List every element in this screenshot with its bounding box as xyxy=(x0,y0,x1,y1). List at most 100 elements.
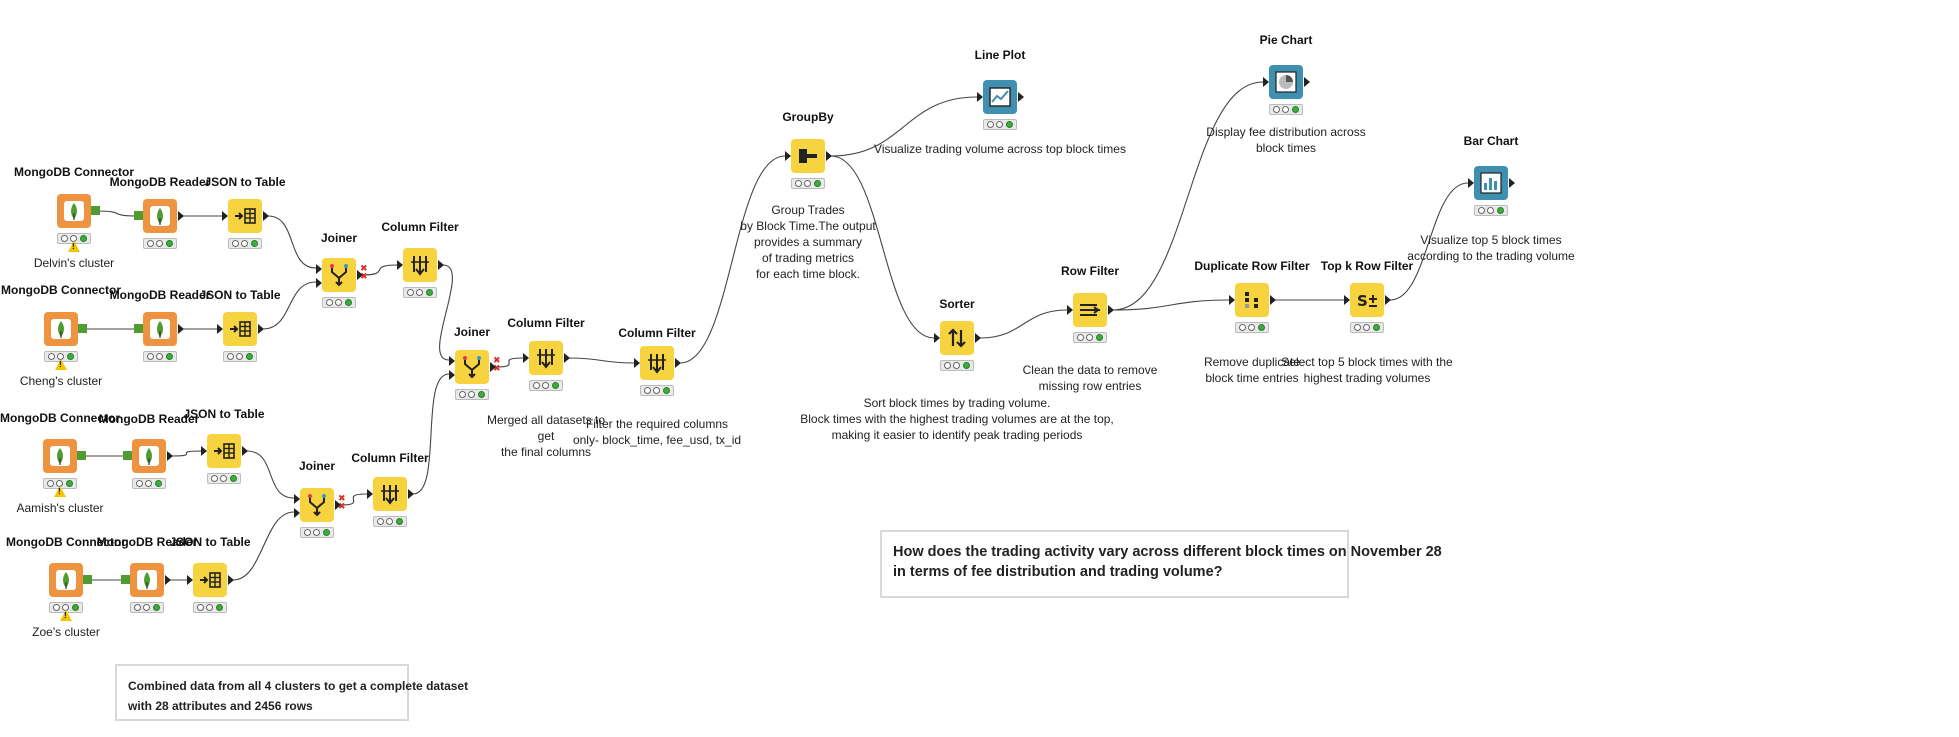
json-to-table-icon[interactable] xyxy=(187,563,234,597)
input-port[interactable] xyxy=(634,358,640,368)
output-port[interactable] xyxy=(675,358,681,368)
mongodb-reader-icon[interactable] xyxy=(123,439,173,473)
connection-rowfilter-to-piechart[interactable] xyxy=(1112,81,1264,311)
output-port[interactable] xyxy=(1108,305,1114,315)
output-port[interactable] xyxy=(1385,295,1391,305)
annotation-question[interactable]: How does the trading activity vary acros… xyxy=(880,530,1442,598)
json-to-table-icon[interactable] xyxy=(217,312,264,346)
output-port[interactable] xyxy=(178,324,184,334)
joiner-icon[interactable]: ✖ ✖ xyxy=(316,258,368,292)
db-connection-port[interactable] xyxy=(77,451,86,460)
input-port[interactable] xyxy=(449,356,455,366)
input-port[interactable] xyxy=(523,353,529,363)
output-port[interactable] xyxy=(167,451,173,461)
line-plot-icon[interactable] xyxy=(977,80,1024,114)
pie-chart-icon[interactable] xyxy=(1263,65,1310,99)
db-connection-input-port[interactable] xyxy=(121,575,130,584)
output-port[interactable] xyxy=(1270,295,1276,305)
connection-mongo-read-3-to-json-3[interactable] xyxy=(171,450,202,457)
input-port[interactable] xyxy=(977,92,983,102)
mongodb-connector-icon[interactable] xyxy=(43,439,86,473)
mongodb-reader-icon[interactable] xyxy=(134,199,184,233)
connection-colfilter-3-to-colfilter-4[interactable] xyxy=(568,357,635,364)
input-port[interactable] xyxy=(217,324,223,334)
connection-mongo-conn-1-to-mongo-read-1[interactable] xyxy=(96,210,138,217)
db-connection-port[interactable] xyxy=(83,575,92,584)
output-port[interactable] xyxy=(826,151,832,161)
input-port[interactable] xyxy=(187,575,193,585)
warning-icon[interactable]: ! xyxy=(54,486,66,497)
output-port[interactable] xyxy=(490,362,496,372)
output-port[interactable] xyxy=(564,353,570,363)
output-port[interactable] xyxy=(975,333,981,343)
output-port[interactable] xyxy=(335,500,341,510)
output-port[interactable] xyxy=(263,211,269,221)
input-port[interactable] xyxy=(1263,77,1269,87)
joiner-icon[interactable]: ✖ ✖ xyxy=(294,488,346,522)
node-status-indicator xyxy=(1350,322,1384,333)
connection-sorter-to-rowfilter[interactable] xyxy=(979,309,1068,339)
input-port[interactable] xyxy=(294,508,300,518)
output-port[interactable] xyxy=(408,489,414,499)
column-filter-icon[interactable] xyxy=(367,477,414,511)
db-connection-input-port[interactable] xyxy=(134,211,143,220)
output-port[interactable] xyxy=(357,270,363,280)
input-port[interactable] xyxy=(294,494,300,504)
output-port[interactable] xyxy=(438,260,444,270)
json-to-table-icon[interactable] xyxy=(222,199,269,233)
output-port[interactable] xyxy=(1018,92,1024,102)
db-connection-port[interactable] xyxy=(78,324,87,333)
output-port[interactable] xyxy=(242,446,248,456)
connection-colfilter-1-to-joiner-3[interactable] xyxy=(439,264,453,361)
json-to-table-icon[interactable] xyxy=(201,434,248,468)
input-port[interactable] xyxy=(785,151,791,161)
mongodb-connector-icon[interactable] xyxy=(49,563,92,597)
input-port[interactable] xyxy=(397,260,403,270)
connection-colfilter-2-to-joiner-3[interactable] xyxy=(412,373,450,495)
output-port[interactable] xyxy=(228,575,234,585)
output-port[interactable] xyxy=(258,324,264,334)
output-port[interactable] xyxy=(178,211,184,221)
warning-mark: ! xyxy=(64,611,67,620)
status-dot xyxy=(377,518,385,525)
warning-icon[interactable]: ! xyxy=(68,241,80,252)
mongodb-connector-icon[interactable] xyxy=(44,312,87,346)
db-connection-input-port[interactable] xyxy=(123,451,132,460)
output-port[interactable] xyxy=(1509,178,1515,188)
mongodb-reader-icon[interactable] xyxy=(134,312,184,346)
db-connection-port[interactable] xyxy=(91,206,100,215)
joiner-icon[interactable]: ✖ ✖ xyxy=(449,350,501,384)
connection-json-3-to-joiner-2[interactable] xyxy=(246,450,295,499)
column-filter-icon[interactable] xyxy=(634,346,681,380)
column-filter-icon[interactable] xyxy=(397,248,444,282)
connection-json-1-to-joiner-1[interactable] xyxy=(267,215,317,269)
annotation-combined[interactable]: Combined data from all 4 clusters to get… xyxy=(115,664,468,721)
input-port[interactable] xyxy=(222,211,228,221)
output-port[interactable] xyxy=(165,575,171,585)
output-port[interactable] xyxy=(1304,77,1310,87)
top-k-row-filter-icon[interactable]: S xyxy=(1344,283,1391,317)
mongodb-reader-icon[interactable] xyxy=(121,563,171,597)
input-port[interactable] xyxy=(1468,178,1474,188)
column-filter-icon[interactable] xyxy=(523,341,570,375)
input-port[interactable] xyxy=(1344,295,1350,305)
connection-rowfilter-to-duprowfilter[interactable] xyxy=(1112,299,1230,311)
sorter-icon[interactable] xyxy=(934,321,981,355)
row-filter-icon[interactable] xyxy=(1067,293,1114,327)
input-port[interactable] xyxy=(1229,295,1235,305)
db-connection-input-port[interactable] xyxy=(134,324,143,333)
input-port[interactable] xyxy=(1067,305,1073,315)
input-port[interactable] xyxy=(934,333,940,343)
duplicate-row-filter-icon[interactable] xyxy=(1229,283,1276,317)
warning-icon[interactable]: ! xyxy=(55,359,67,370)
input-port[interactable] xyxy=(316,278,322,288)
input-port[interactable] xyxy=(449,370,455,380)
input-port[interactable] xyxy=(367,489,373,499)
mongodb-connector-icon[interactable] xyxy=(57,194,100,228)
input-port[interactable] xyxy=(201,446,207,456)
bar-chart-icon[interactable] xyxy=(1468,166,1515,200)
groupby-icon[interactable] xyxy=(785,139,832,173)
warning-icon[interactable]: ! xyxy=(60,610,72,621)
input-port[interactable] xyxy=(316,264,322,274)
